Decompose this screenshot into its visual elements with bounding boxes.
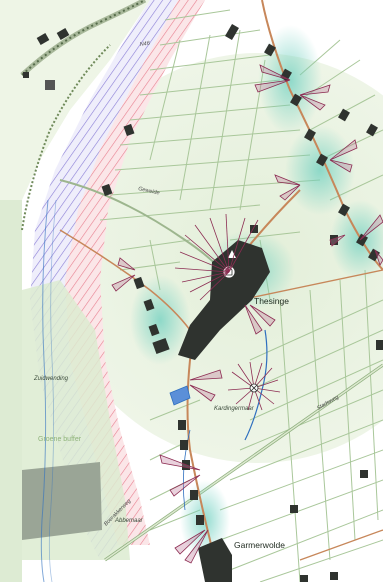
water-channel bbox=[244, 329, 268, 441]
sightlines bbox=[111, 64, 383, 564]
pond bbox=[169, 385, 191, 406]
label-groene-buffer: Groene buffer bbox=[38, 436, 82, 443]
water-line-west bbox=[40, 199, 49, 582]
garmerwolde-village bbox=[198, 538, 232, 582]
thesinge-village bbox=[178, 240, 270, 360]
stadsweg-road-inner bbox=[104, 364, 383, 561]
grey-area-block bbox=[22, 462, 102, 540]
label-kardingermaar: Kardingermaar bbox=[214, 406, 255, 412]
north-dike-trees bbox=[21, 0, 146, 76]
water-line-west-2 bbox=[48, 199, 57, 582]
south-east-road bbox=[299, 529, 383, 561]
label-thesinge: Thesinge bbox=[254, 296, 289, 306]
west-road bbox=[59, 229, 191, 331]
west-tree-row bbox=[21, 44, 111, 231]
buildings bbox=[23, 23, 383, 582]
east-road bbox=[239, 269, 383, 301]
west-strip bbox=[0, 200, 22, 582]
label-n46: N46 bbox=[139, 41, 151, 48]
label-geweide: Geweide bbox=[138, 186, 160, 196]
label-zuidwending: Zuidwending bbox=[33, 376, 69, 382]
label-abbemaar: Abbemaar bbox=[114, 518, 144, 524]
north-west-field bbox=[0, 0, 150, 205]
label-garmerwolde: Garmerwolde bbox=[234, 540, 285, 550]
windmill-icon bbox=[249, 383, 259, 393]
field-lines bbox=[99, 9, 383, 582]
church-sightlines bbox=[174, 213, 259, 301]
